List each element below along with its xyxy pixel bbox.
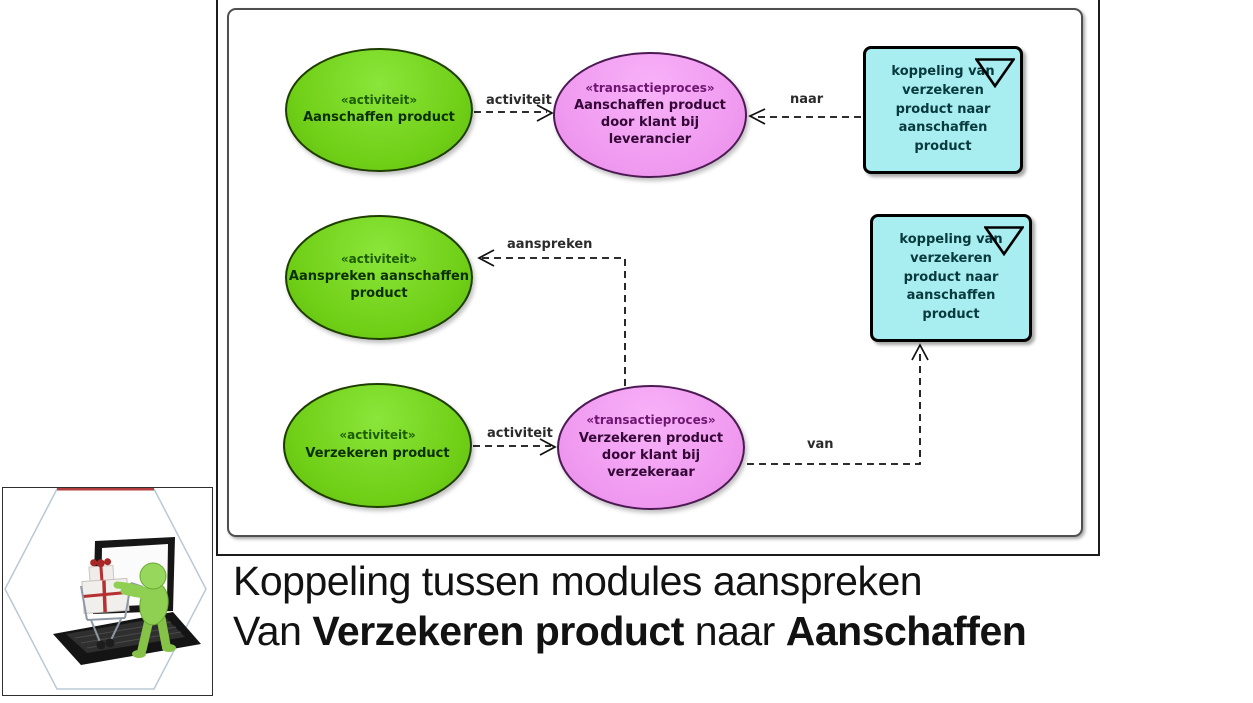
node-name: Verzekeren product door klant bij verzek… (578, 430, 724, 480)
node-name: Aanschaffen product door klant bij lever… (574, 98, 726, 148)
stereotype-label: «activiteit» (339, 428, 416, 443)
stereotype-label: «transactieproces» (586, 413, 716, 428)
activity-node-aanschaffen-product: «activiteit» Aanschaffen product (285, 48, 473, 172)
caption-line2-bold2: Aanschaffen (785, 608, 1027, 654)
process-node-verzekeren-door-klant: «transactieproces» Verzekeren product do… (557, 385, 745, 510)
connector-label-van: van (807, 437, 834, 452)
person-icon (113, 562, 176, 658)
caption-line1: Koppeling tussen modules aanspreken (233, 558, 923, 604)
connector-label-aanspreken: aanspreken (507, 237, 593, 252)
connector-label-activiteit-bottom: activiteit (487, 426, 553, 441)
stereotype-label: «transactieproces» (585, 80, 715, 95)
connector-label-naar: naar (790, 92, 824, 107)
stereotype-label: «activiteit» (340, 251, 418, 266)
caption-line2: Van Verzekeren product naar Aanschaffen (233, 606, 1193, 656)
person-pushing-cart-into-laptop-icon (4, 487, 207, 690)
activity-node-verzekeren-product: «activiteit» Verzekeren product (283, 383, 472, 508)
stereotype-label: «activiteit» (340, 92, 418, 107)
caption-line2-bold1: Verzekeren product (312, 608, 684, 654)
activity-node-aanspreken-aanschaffen: «activiteit» Aanspreken aanschaffen prod… (285, 215, 473, 340)
koppeling-box-top: koppeling van verzekeren product naar aa… (863, 46, 1023, 174)
koppeling-text: koppeling van verzekeren product naar aa… (899, 231, 1003, 323)
caption-line2-middle: naar (694, 608, 776, 654)
koppeling-box-bottom: koppeling van verzekeren product naar aa… (870, 214, 1032, 342)
connector-label-activiteit-top: activiteit (486, 93, 552, 108)
caption-line2-prefix: Van (233, 608, 302, 654)
node-name: Aanspreken aanschaffen product (288, 269, 470, 302)
node-name: Verzekeren product (305, 445, 450, 461)
webshop-illustration (2, 487, 213, 696)
process-node-aanschaffen-door-klant: «transactieproces» Aanschaffen product d… (553, 52, 747, 178)
caption: Koppeling tussen modules aanspreken Van … (233, 556, 1193, 656)
triangle-down-icon (975, 58, 1015, 88)
triangle-down-icon (984, 226, 1024, 256)
koppeling-text: koppeling van verzekeren product naar aa… (891, 63, 995, 155)
node-name: Aanschaffen product (303, 110, 455, 126)
